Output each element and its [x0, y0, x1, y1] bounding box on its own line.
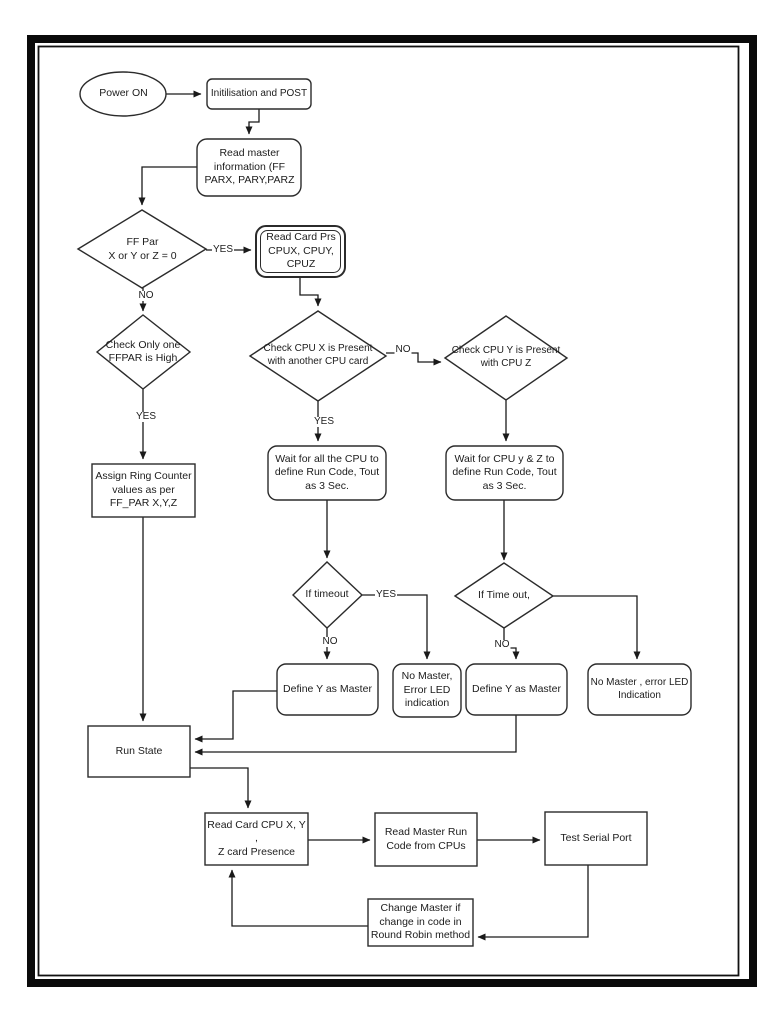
assign-ring-counter-box [91, 463, 196, 518]
no-master-error-led-box [392, 663, 462, 718]
check-cpu-y-diamond [443, 315, 569, 401]
power-on-ellipse [79, 71, 167, 117]
if-timeout-diamond [291, 561, 364, 629]
define-y-master-left-box [276, 663, 379, 716]
wait-all-cpu-box [267, 445, 387, 501]
run-state-box [87, 725, 191, 778]
if-time-out-diamond [453, 562, 555, 629]
wait-cpu-yz-box [445, 445, 564, 501]
define-y-master-right-box [465, 663, 568, 716]
test-serial-port-box [544, 811, 648, 866]
change-master-box [367, 898, 474, 947]
ff-par-diamond [76, 209, 208, 289]
init-post-box [206, 78, 312, 110]
edge-checkcpux-no-checkcpuy [386, 352, 442, 366]
read-card-cpu-xyz-box [204, 812, 309, 866]
edge-defineyright-runstate [194, 715, 517, 756]
check-only-one-diamond [95, 314, 192, 390]
read-card-prs-box-inner [260, 230, 341, 273]
page-frame [27, 35, 757, 987]
edge-readmaster-ffpar [138, 166, 197, 206]
check-cpu-x-diamond [248, 310, 388, 402]
edge-iftimeout2-no-definey2 [503, 628, 520, 660]
edge-iftimeout-yes-nomaster [362, 594, 431, 660]
node-shapes [76, 71, 692, 947]
edge-runstate-readcardcpu [190, 767, 252, 809]
read-master-run-code-box [374, 812, 478, 867]
edge-testserial-changemaster [477, 865, 589, 941]
no-master-error-led-2-box [587, 663, 692, 716]
edge-iftimeout2-nomaster2 [553, 595, 641, 660]
connector-lines [138, 90, 641, 941]
edge-init-readmaster [245, 109, 260, 135]
edge-changemaster-readcardcpu [228, 869, 368, 927]
edge-defineyleft-runstate [194, 690, 277, 743]
edge-readcardprs-checkcpux [299, 277, 322, 307]
read-master-info-box [196, 138, 302, 197]
